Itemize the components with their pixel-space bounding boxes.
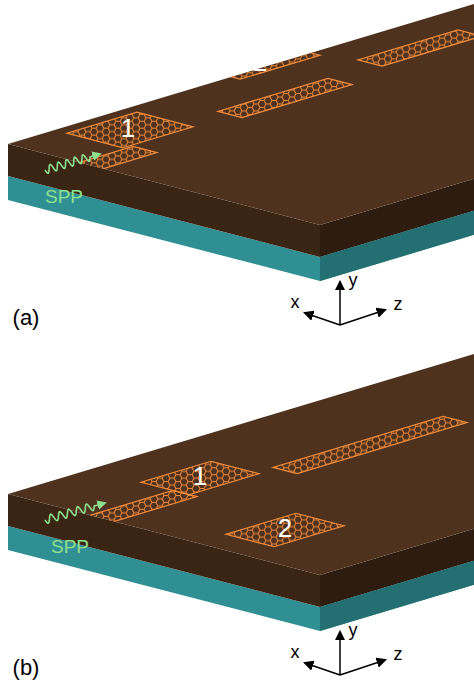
panel-label: (a) — [13, 307, 40, 329]
axis-arrow — [305, 663, 340, 675]
axis-arrow — [339, 282, 341, 325]
axis-arrow — [340, 310, 385, 325]
axis-label: y — [349, 271, 358, 289]
film-top — [8, 354, 474, 575]
axis-arrow — [340, 660, 385, 675]
spp-wave — [45, 154, 100, 173]
axis-arrow — [305, 313, 340, 325]
axis-label: z — [394, 295, 403, 313]
substrate-panel — [8, 4, 474, 325]
graphene-ribbon — [67, 112, 193, 148]
graphene-ribbon — [141, 461, 259, 494]
ribbon-number: 2 — [278, 515, 292, 541]
spp-label: SPP — [51, 537, 89, 556]
substrate-side — [320, 211, 474, 281]
graphene-ribbon — [273, 416, 467, 473]
spp-label: SPP — [45, 187, 83, 206]
axis-label: y — [349, 621, 358, 639]
film-top — [8, 4, 474, 225]
axis-label: z — [394, 645, 403, 663]
ribbon-number: 1 — [121, 115, 135, 141]
substrate-panel — [8, 354, 474, 675]
ribbon-number: 2 — [253, 49, 267, 75]
spp-wave — [45, 503, 105, 523]
axis-arrow — [339, 632, 341, 675]
axis-label: x — [291, 643, 300, 661]
substrate-side — [320, 561, 474, 631]
axis-label: x — [291, 293, 300, 311]
panel-label: (b) — [13, 657, 40, 679]
graphene-ribbon — [200, 45, 320, 79]
graphene-ribbon — [63, 490, 197, 529]
graphene-ribbon — [218, 78, 352, 117]
graphene-ribbon — [358, 30, 474, 66]
graphene-ribbon — [226, 513, 344, 546]
ribbon-number: 1 — [193, 463, 207, 489]
